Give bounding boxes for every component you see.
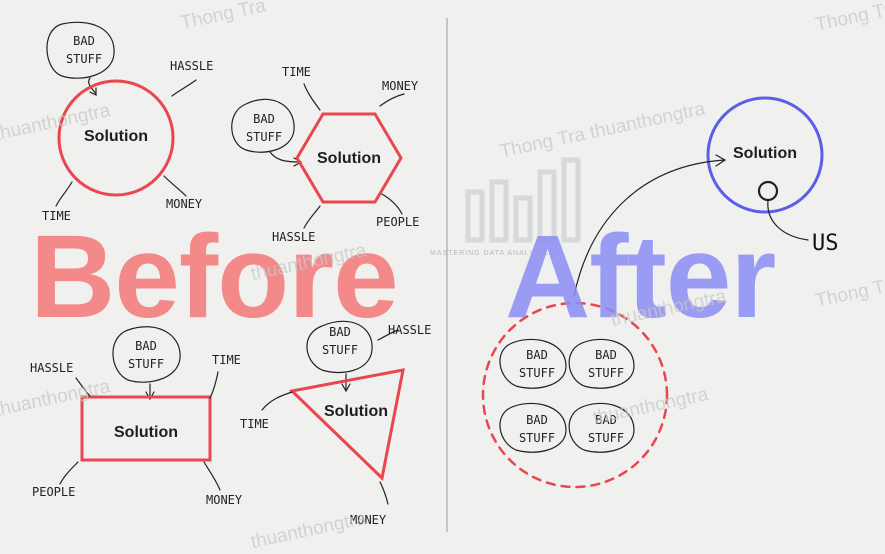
bad-stuff-bubble [568,402,635,453]
label-people: PEOPLE [32,485,75,499]
after-heading: After [505,211,776,343]
bad-stuff-bubble [568,338,635,389]
label-line [303,83,321,111]
bad-stuff-bubble [112,326,181,383]
label-line [59,461,79,485]
bad-stuff-bubble [231,98,295,153]
label-hassle: HASSLE [170,59,213,73]
bad-stuff-line2: STUFF [128,357,164,371]
bad-stuff-line1: BAD [595,348,617,362]
after-arrow [573,159,725,297]
bad-stuff-cluster [481,301,669,489]
label-money: MONEY [382,79,419,93]
before-group-rectangle [59,326,221,491]
label-line [163,175,187,197]
us-label: US [812,231,839,256]
label-line [261,391,293,411]
solution-shape-circle [57,79,175,197]
bad-stuff-line1: BAD [135,339,157,353]
bad-stuff-line2: STUFF [588,366,624,380]
label-line [203,461,221,491]
bad-stuff-line1: BAD [526,348,548,362]
bad-stuff-line1: BAD [73,34,95,48]
arrow-head [89,87,97,96]
bad-stuff-line2: STUFF [322,343,358,357]
solution-label: Solution [324,403,388,420]
label-time: TIME [212,353,241,367]
bad-stuff-line1: BAD [526,413,548,427]
after-group [481,96,824,489]
label-money: MONEY [166,197,203,211]
label-hassle: HASSLE [388,323,431,337]
bad-stuff-bubble [46,21,115,79]
bad-stuff-bubble [499,402,567,453]
label-money: MONEY [350,513,387,527]
solution-shape-rectangle [80,395,212,462]
label-line [303,205,321,229]
label-line [381,193,403,215]
label-line [75,377,91,397]
label-line [209,371,219,399]
solution-label: Solution [84,128,148,145]
after-solution-label: Solution [733,145,797,162]
bad-stuff-bubble [499,338,567,389]
label-hassle: HASSLE [272,230,315,244]
before-group-hexagon [231,83,405,229]
watermark-logo [465,157,581,243]
label-time: TIME [240,417,269,431]
bad-stuff-line2: STUFF [66,52,102,66]
before-group-circle [46,21,197,207]
arrow [269,151,301,163]
label-line [379,93,405,107]
label-line [171,79,197,97]
solution-shape-hexagon [295,112,403,204]
us-line [767,199,809,241]
watermark-logo-text: MASTERING DATA ANALYTICS [430,250,555,257]
solution-shape-triangle [288,368,405,481]
bad-stuff-bubble [306,320,373,374]
label-money: MONEY [206,493,243,507]
us-ring [757,180,779,202]
bad-stuff-line2: STUFF [519,431,555,445]
label-time: TIME [42,209,71,223]
label-hassle: HASSLE [30,361,73,375]
label-line [377,329,399,341]
before-group-triangle [261,320,405,505]
label-line [55,181,73,207]
solution-label: Solution [114,424,178,441]
after-arrow-head [715,154,727,167]
after-solution-circle [706,96,824,214]
arrow-head [145,391,155,401]
label-time: TIME [282,65,311,79]
bad-stuff-line2: STUFF [519,366,555,380]
before-heading: Before [30,211,399,343]
bad-stuff-line1: BAD [595,413,617,427]
bad-stuff-line2: STUFF [588,431,624,445]
arrow-head [341,383,351,393]
bad-stuff-line1: BAD [329,325,351,339]
bad-stuff-line2: STUFF [246,130,282,144]
bad-stuff-line1: BAD [253,112,275,126]
label-line [379,481,389,505]
label-people: PEOPLE [376,215,419,229]
solution-label: Solution [317,150,381,167]
